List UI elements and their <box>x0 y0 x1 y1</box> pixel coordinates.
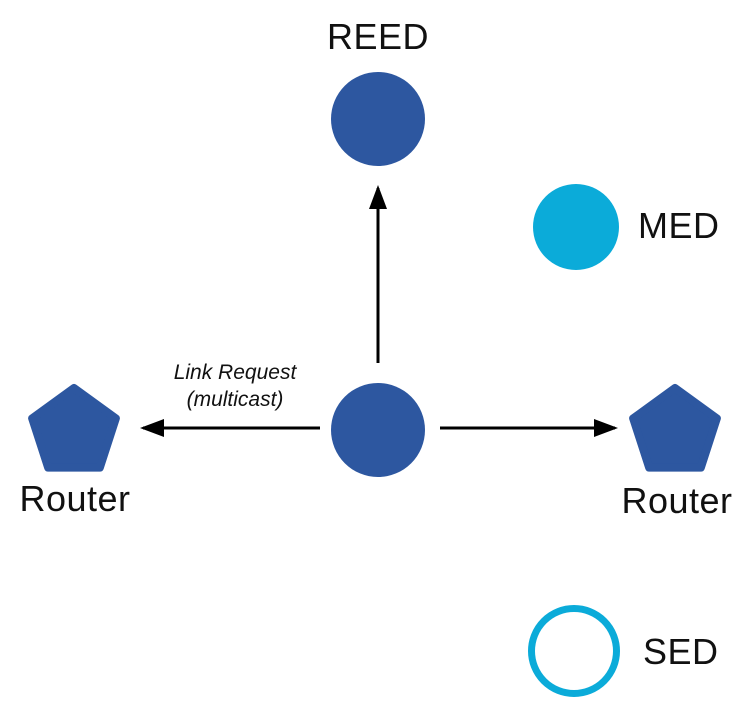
reed-node-circle <box>331 72 425 166</box>
router-right-label: Router <box>621 480 733 521</box>
router-left-label: Router <box>19 478 131 519</box>
sed-label: SED <box>643 631 719 672</box>
link-request-annotation: Link Request (multicast) <box>150 359 320 413</box>
med-label: MED <box>638 205 720 246</box>
sed-node-circle <box>528 605 620 697</box>
med-node-circle <box>533 184 619 270</box>
annotation-line2: (multicast) <box>186 388 284 411</box>
annotation-line1: Link Request <box>173 361 297 384</box>
reed-label: REED <box>326 16 430 57</box>
router-left-pentagon <box>28 384 120 472</box>
center-node-circle <box>331 383 425 477</box>
router-right-pentagon <box>629 384 721 472</box>
